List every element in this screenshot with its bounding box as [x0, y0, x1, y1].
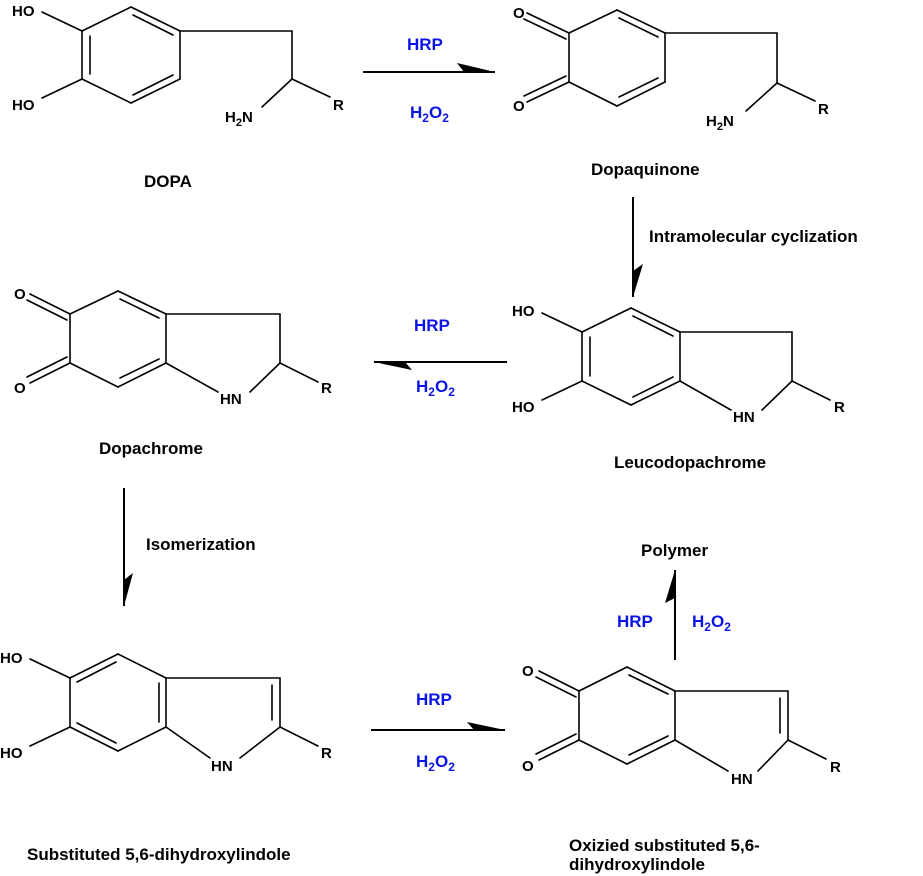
leucodopachrome-nh: HN: [733, 409, 755, 426]
dihydroxyindole-nh: HN: [211, 758, 233, 775]
dihydroxyindole-structure: HO HO HN R Substituted 5,6-dihydroxylind…: [0, 650, 332, 864]
step-label-isomerization: Isomerization: [146, 535, 256, 554]
dopachrome-structure: O O HN R Dopachrome: [14, 286, 332, 458]
arrow-to-polymer: HRP H2O2: [617, 570, 731, 660]
polymer-label: Polymer: [641, 541, 708, 560]
dihydroxyindole-label: Substituted 5,6-dihydroxylindole: [27, 845, 291, 864]
dopa-r-group: R: [333, 97, 344, 114]
dopa-label: DOPA: [144, 172, 192, 191]
dopaquinone-amine: H2N: [706, 113, 734, 133]
dopaquinone-oxygen-top: O: [513, 5, 525, 22]
step-label-cyclization: Intramolecular cyclization: [649, 227, 858, 246]
leucodopachrome-hydroxyl-top: HO: [512, 303, 535, 320]
oxidized-indole-nh: HN: [731, 771, 753, 788]
dopachrome-oxygen-top: O: [14, 286, 26, 303]
reagent-hrp: HRP: [407, 35, 443, 54]
oxidized-indole-bonds: [535, 666, 827, 772]
oxidized-indole-r-group: R: [830, 759, 841, 776]
dopachrome-bonds: [26, 290, 319, 393]
dopa-hydroxyl-top: HO: [12, 3, 35, 20]
dopachrome-label: Dopachrome: [99, 439, 203, 458]
dopachrome-oxygen-bottom: O: [14, 380, 26, 397]
arrow-leucodopachrome-to-dopachrome: HRP H2O2: [374, 316, 507, 399]
leucodopachrome-structure: HO HO HN R Leucodopachrome: [512, 303, 845, 472]
dihydroxyindole-hydroxyl-bottom: HO: [0, 745, 23, 762]
oxidized-indole-oxygen-bottom: O: [522, 758, 534, 775]
reagent-hrp: HRP: [416, 690, 452, 709]
oxidized-indole-oxygen-top: O: [522, 663, 534, 680]
dopa-structure: HO HO H2N R DOPA: [12, 3, 344, 191]
reagent-h2o2: H2O2: [416, 752, 455, 774]
reagent-h2o2: H2O2: [416, 377, 455, 399]
dopa-hydroxyl-bottom: HO: [12, 97, 35, 114]
arrow-dihydroxyindole-to-oxidized: HRP H2O2: [371, 690, 505, 774]
dopa-bonds: [41, 6, 331, 108]
leucodopachrome-label: Leucodopachrome: [614, 453, 766, 472]
reagent-h2o2: H2O2: [410, 103, 449, 125]
dihydroxyindole-hydroxyl-top: HO: [0, 650, 23, 667]
dopa-amine: H2N: [225, 109, 253, 129]
dopaquinone-structure: O O H2N R Dopaquinone: [513, 5, 829, 179]
oxidized-indole-label-line1: Oxizied substituted 5,6-: [569, 836, 760, 855]
dihydroxyindole-bonds: [29, 653, 319, 759]
dihydroxyindole-r-group: R: [321, 745, 332, 762]
leucodopachrome-bonds: [541, 307, 831, 411]
dopaquinone-r-group: R: [818, 101, 829, 118]
dopachrome-r-group: R: [321, 380, 332, 397]
reagent-h2o2: H2O2: [692, 612, 731, 634]
leucodopachrome-r-group: R: [834, 399, 845, 416]
arrow-dopa-to-dopaquinone: HRP H2O2: [363, 35, 495, 125]
dopaquinone-label: Dopaquinone: [591, 160, 700, 179]
dopachrome-nh: HN: [220, 391, 242, 408]
dopaquinone-bonds: [523, 9, 816, 112]
oxidized-indole-label-line2: dihydroxylindole: [569, 855, 705, 874]
reagent-hrp: HRP: [414, 316, 450, 335]
arrow-isomerization: Isomerization: [123, 488, 256, 606]
dopaquinone-oxygen-bottom: O: [513, 98, 525, 115]
oxidized-indole-structure: O O HN R Oxizied substituted 5,6- dihydr…: [522, 663, 841, 874]
reagent-hrp: HRP: [617, 612, 653, 631]
leucodopachrome-hydroxyl-bottom: HO: [512, 399, 535, 416]
arrow-cyclization: Intramolecular cyclization: [632, 197, 858, 297]
